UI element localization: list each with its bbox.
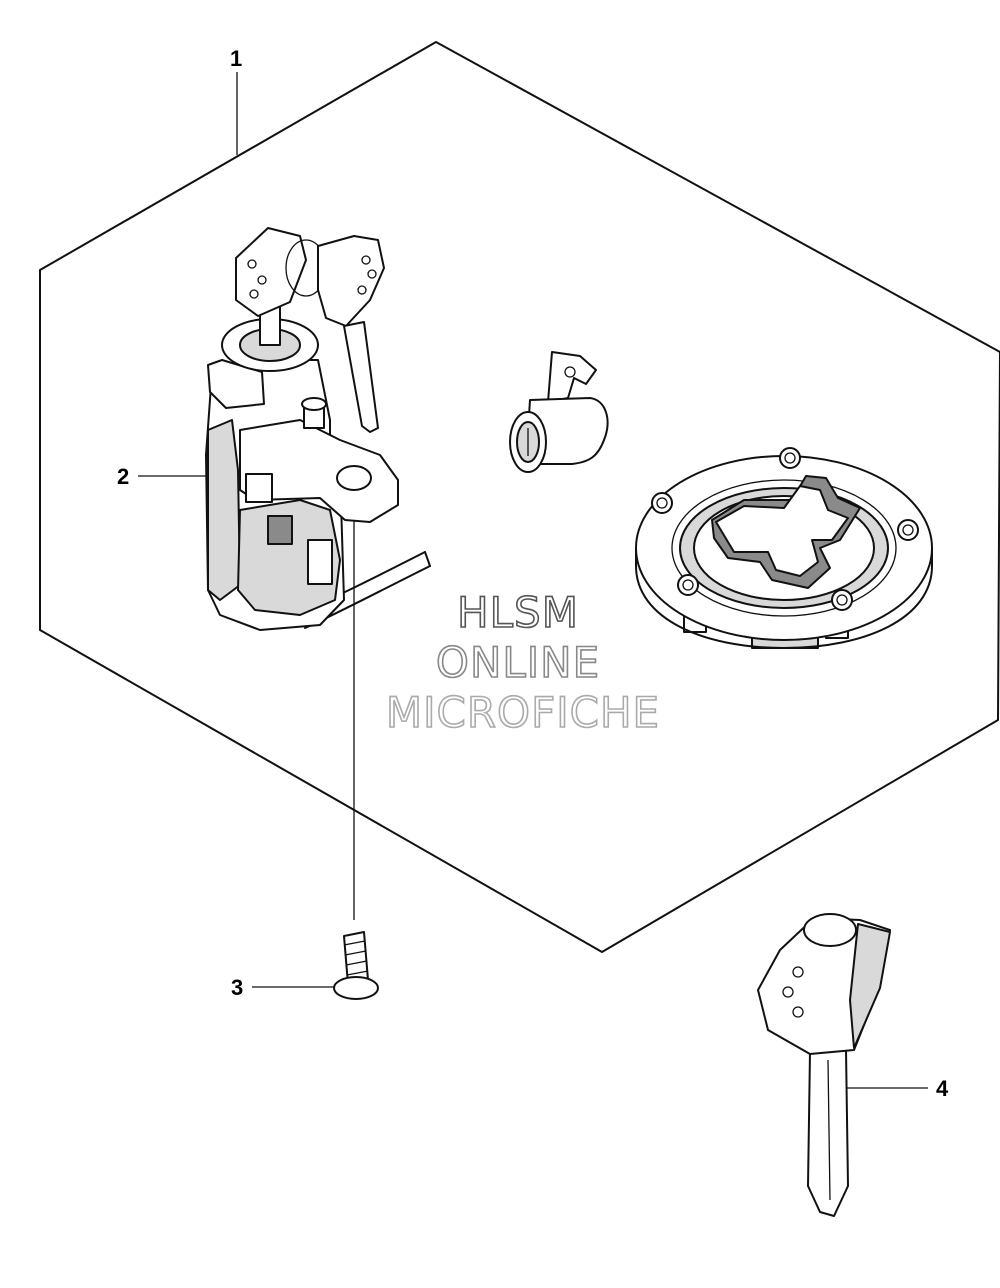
fuel-cap-illustration: [635, 447, 933, 649]
seat-lock-cylinder-illustration: [509, 351, 609, 473]
watermark-line-3: MICROFICHE: [386, 688, 660, 737]
callout-3: 3: [231, 975, 243, 1000]
callout-2: 2: [117, 464, 129, 489]
key-illustration: [757, 913, 891, 1217]
callout-1: 1: [230, 46, 242, 71]
callout-4: 4: [936, 1076, 949, 1101]
ignition-switch-illustration: [205, 227, 431, 631]
screw-illustration: [333, 931, 379, 1000]
watermark-line-1: HLSM: [457, 588, 579, 637]
watermark-line-2: ONLINE: [436, 638, 600, 687]
set-outline-hexagon: [39, 41, 1000, 953]
